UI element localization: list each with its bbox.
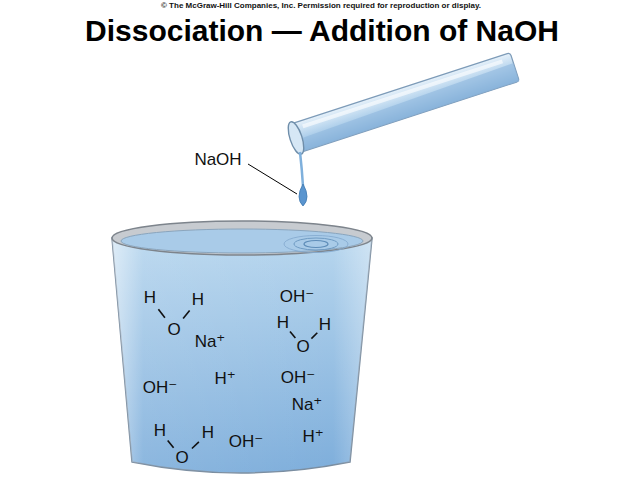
atom-symbol: O: [175, 449, 188, 468]
ion-label: H⁺: [214, 370, 235, 389]
beaker-rim: [112, 221, 372, 255]
leader-line: [248, 164, 297, 194]
glass-shine: [112, 238, 372, 473]
water-surface: [121, 229, 363, 253]
ion-label: Na⁺: [292, 396, 323, 415]
atom-symbol: H: [144, 289, 156, 308]
ripple: [294, 238, 338, 250]
ion-label: OH⁻: [281, 369, 315, 388]
ripple: [304, 241, 328, 248]
beaker-body: [112, 238, 372, 473]
atom-symbol: H: [154, 422, 166, 441]
ion-label: OH⁻: [280, 288, 314, 307]
atom-symbol: H: [192, 291, 204, 310]
atom-symbol: H: [277, 314, 289, 333]
drop: [299, 184, 307, 206]
liquid-stream: [300, 152, 303, 186]
atom-symbol: O: [296, 338, 309, 357]
atom-symbol: O: [167, 321, 180, 340]
test-tube: [285, 51, 520, 156]
copyright-notice: © The McGraw-Hill Companies, Inc. Permis…: [161, 2, 481, 11]
ion-label: H⁺: [302, 428, 323, 447]
ripple: [284, 236, 348, 253]
title: Dissociation — Addition of NaOH: [0, 14, 644, 47]
atom-symbol: H: [202, 424, 214, 443]
ion-label: Na⁺: [195, 333, 226, 352]
atom-symbol: H: [319, 316, 331, 335]
chemical-label: NaOH: [194, 151, 241, 170]
water-bonds: [158, 309, 317, 448]
ion-label: OH⁻: [143, 379, 177, 398]
ion-label: OH⁻: [229, 433, 263, 452]
